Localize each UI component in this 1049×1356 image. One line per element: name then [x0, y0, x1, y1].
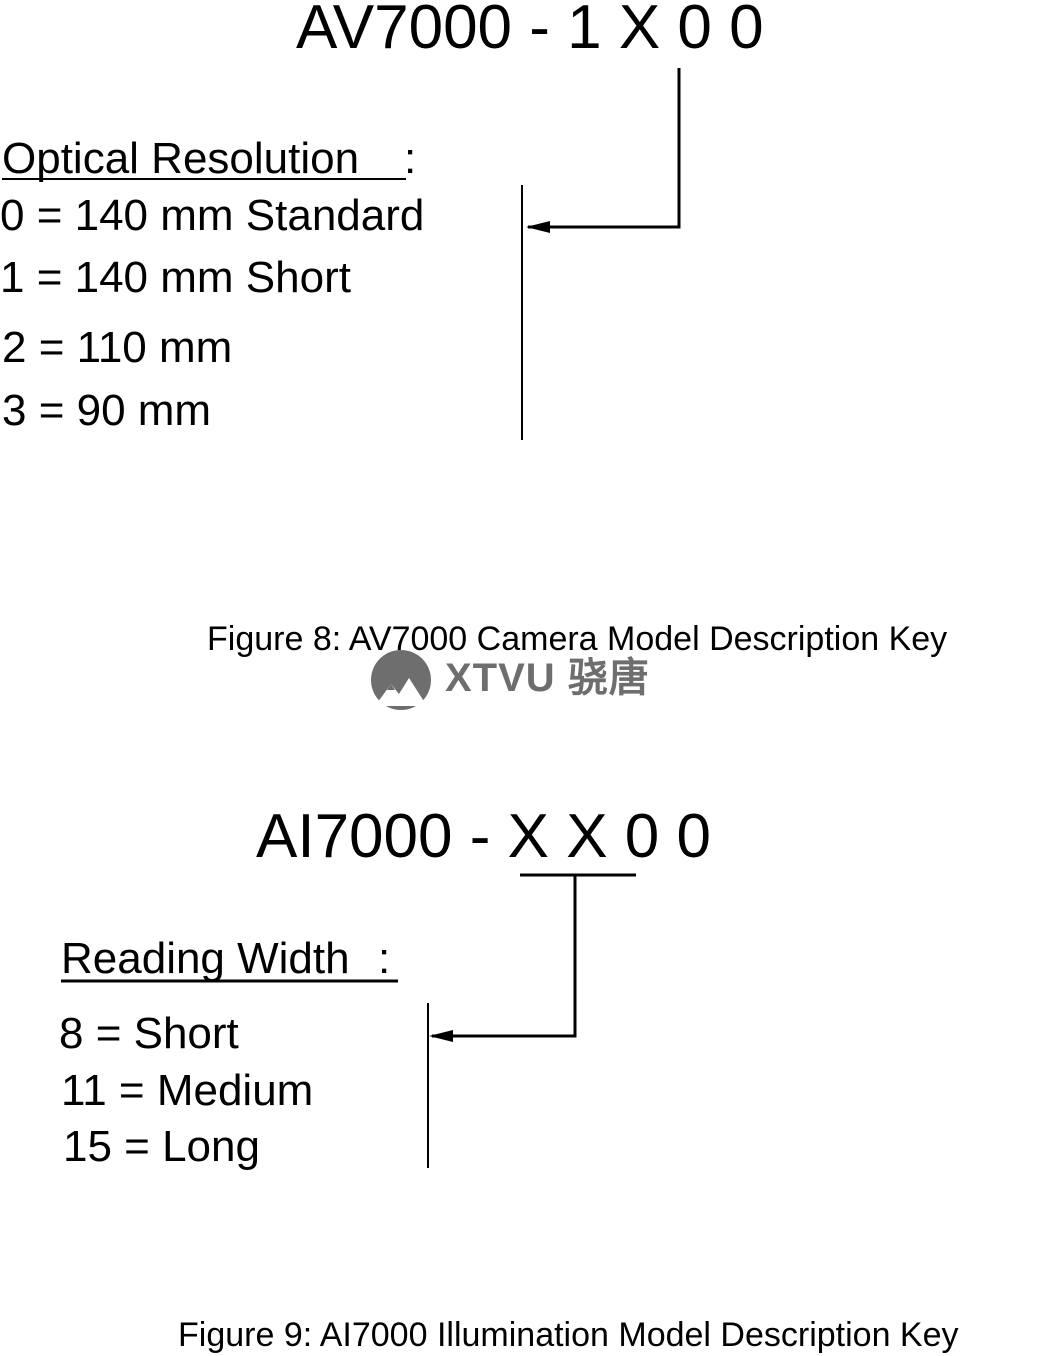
illumination-model-selected: X X [507, 802, 608, 871]
resolution-option-0: 0 = 140 mm Standard [0, 191, 425, 240]
illumination-model-prefix: AI7000 - [256, 802, 508, 871]
camera-callout-connector [528, 68, 681, 229]
optical-resolution-colon: : [404, 134, 417, 183]
reading-width-colon: : [378, 934, 391, 983]
illumination-callout-connector [432, 875, 577, 1038]
reading-width-heading: Reading Width [61, 934, 350, 983]
reading-width-option-8: 8 = Short [59, 1009, 239, 1058]
illumination-model-suffix: 0 0 [607, 802, 711, 871]
camera-model-code: AV7000 - 1 X 0 0 [296, 0, 764, 62]
reading-width-option-15: 15 = Long [63, 1122, 260, 1171]
xtvu-watermark: XTVU 骁唐 [369, 648, 679, 712]
figure-9-caption: Figure 9: AI7000 Illumination Model Desc… [178, 1316, 959, 1354]
resolution-option-3: 3 = 90 mm [2, 386, 212, 435]
reading-width-option-11: 11 = Medium [61, 1066, 314, 1115]
mountain-logo-icon [371, 650, 431, 710]
figure-8-caption: Figure 8: AV7000 Camera Model Descriptio… [207, 620, 948, 658]
resolution-option-2: 2 = 110 mm [2, 323, 233, 372]
camera-callout-arrowhead [526, 221, 550, 233]
optical-resolution-heading: Optical Resolution [2, 134, 360, 183]
watermark-text: XTVU 骁唐 [445, 656, 650, 700]
illumination-model-code: AI7000 - X X 0 0 [256, 806, 711, 868]
resolution-option-1: 1 = 140 mm Short [0, 253, 351, 302]
illumination-callout-arrowhead [429, 1030, 453, 1042]
